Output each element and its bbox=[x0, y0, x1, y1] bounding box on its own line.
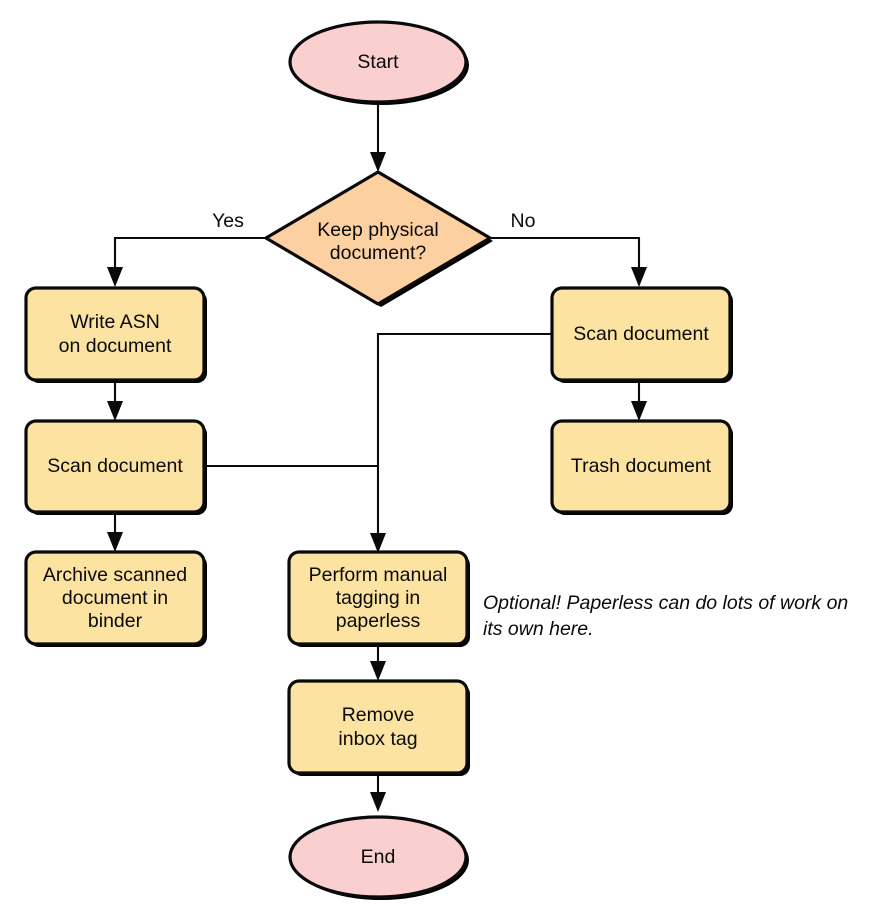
node-trash-document[interactable]: Trash document bbox=[550, 419, 733, 515]
node-write-asn-label-line1: Write ASN bbox=[70, 311, 160, 333]
edge-label-yes: Yes bbox=[212, 210, 244, 232]
node-scan-document-right[interactable]: Scan document bbox=[550, 286, 733, 383]
edge-scan-right-to-tagging bbox=[370, 332, 552, 553]
annotation-optional-note: Optional! Paperless can do lots of work … bbox=[483, 592, 848, 640]
node-remove-inbox-tag[interactable]: Remove inbox tag bbox=[287, 679, 470, 776]
node-trash-document-label: Trash document bbox=[571, 455, 712, 477]
node-remove-label-line2: inbox tag bbox=[338, 728, 417, 750]
node-tagging-label-line2: tagging in bbox=[336, 587, 421, 609]
node-archive-label-line1: Archive scanned bbox=[43, 564, 187, 586]
edge-layer bbox=[107, 104, 647, 812]
edge-decision-to-scan-right bbox=[490, 236, 647, 287]
node-decision-label-line1: Keep physical bbox=[317, 219, 438, 241]
edge-scan-right-to-trash bbox=[631, 380, 647, 421]
node-scan-document-right-label: Scan document bbox=[573, 323, 709, 345]
node-write-asn-on-document[interactable]: Write ASN on document bbox=[24, 286, 207, 383]
node-end-label: End bbox=[361, 846, 396, 868]
node-start-label: Start bbox=[357, 51, 399, 73]
node-remove-label-line1: Remove bbox=[342, 704, 415, 726]
edge-decision-to-write-asn bbox=[107, 236, 266, 287]
node-archive-label-line3: binder bbox=[88, 610, 143, 632]
edge-start-to-decision bbox=[370, 104, 386, 172]
node-start[interactable]: Start bbox=[288, 20, 469, 105]
node-scan-document-left[interactable]: Scan document bbox=[24, 419, 207, 515]
node-end[interactable]: End bbox=[288, 815, 469, 900]
node-tagging-label-line1: Perform manual bbox=[309, 564, 448, 586]
node-tagging-label-line3: paperless bbox=[336, 610, 421, 632]
edge-scan-left-to-archive bbox=[107, 512, 123, 552]
node-archive-scanned-document[interactable]: Archive scanned document in binder bbox=[24, 550, 207, 647]
edge-remove-to-end bbox=[370, 771, 386, 812]
edge-write-asn-to-scan-left bbox=[107, 380, 123, 421]
node-scan-document-left-label: Scan document bbox=[47, 455, 183, 477]
node-decision-keep-physical-document[interactable]: Keep physical document? bbox=[264, 170, 493, 307]
node-write-asn-label-line2: on document bbox=[59, 335, 172, 357]
node-archive-label-line2: document in bbox=[62, 587, 168, 609]
edge-label-no: No bbox=[511, 210, 536, 232]
node-decision-label-line2: document? bbox=[330, 242, 427, 264]
node-perform-manual-tagging[interactable]: Perform manual tagging in paperless bbox=[287, 550, 470, 647]
annotation-note-line1: Optional! Paperless can do lots of work … bbox=[483, 592, 848, 614]
annotation-note-line2: its own here. bbox=[483, 618, 594, 640]
edge-tagging-to-remove bbox=[370, 643, 386, 681]
